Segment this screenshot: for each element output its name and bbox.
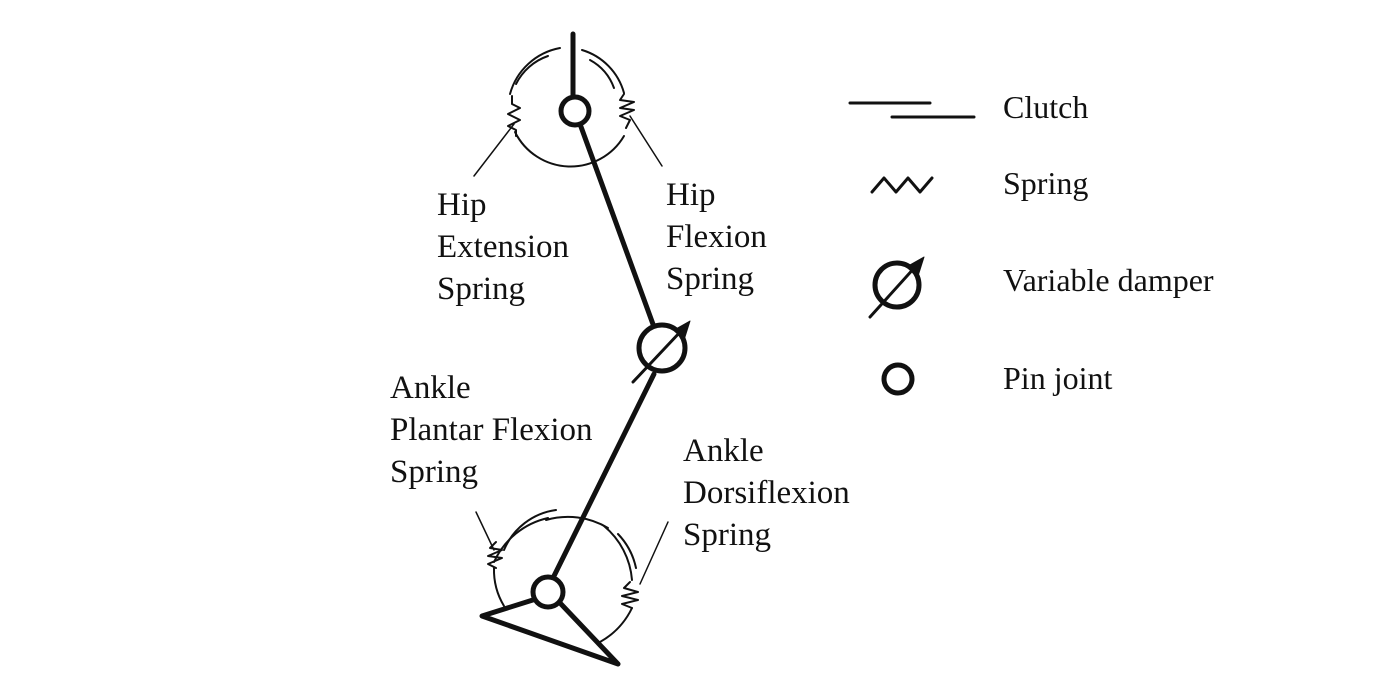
ankle-dorsi-label-line-2: Dorsiflexion xyxy=(683,475,850,511)
ankle-plantar-leader xyxy=(475,511,495,551)
ankle-plantar-label-line-3: Spring xyxy=(390,454,479,490)
ankle-dorsi-label-line-1: Ankle xyxy=(683,433,764,469)
knee-variable-damper xyxy=(636,322,688,374)
legend-spring-icon xyxy=(870,176,934,194)
thigh-link xyxy=(577,121,657,330)
hip-flexion-spring xyxy=(619,93,635,129)
knee-mechanism xyxy=(550,320,691,581)
ankle-plantar-label-line-1: Ankle xyxy=(390,370,471,406)
legend-pin-joint-label: Pin joint xyxy=(1003,360,1113,396)
legend-clutch-icon xyxy=(848,101,976,119)
hip-extension-label: Hip Extension Spring xyxy=(437,184,569,310)
hip-clutch-arc-left-inner xyxy=(515,55,549,85)
hip-flexion-label: Hip Flexion Spring xyxy=(666,174,767,300)
ankle-dorsi-label-line-3: Spring xyxy=(683,517,772,553)
ankle-upper-arc-mid xyxy=(545,515,609,529)
knee-damper-arrowhead xyxy=(673,320,691,341)
hip-extension-label-line-3: Spring xyxy=(437,271,526,307)
hip-extension-label-line-1: Hip xyxy=(437,187,487,223)
legend xyxy=(848,101,976,396)
hip-extension-spring xyxy=(507,95,521,137)
ankle-dorsiflexion-label: Ankle Dorsiflexion Spring xyxy=(683,430,850,556)
hip-extension-leader xyxy=(473,123,515,177)
hip-flexion-label-line-3: Spring xyxy=(666,261,755,297)
ankle-plantar-label-line-2: Plantar Flexion xyxy=(390,412,593,448)
legend-variable-damper-icon xyxy=(868,256,925,319)
ankle-lower-arc-left xyxy=(492,567,505,607)
hip-mechanism xyxy=(473,31,663,330)
ankle-upper-arc-left-inner xyxy=(503,509,557,551)
legend-variable-damper-label: Variable damper xyxy=(1003,262,1214,298)
ankle-upper-arc-right xyxy=(603,525,633,581)
hip-clutch-arc-left xyxy=(509,47,561,95)
ankle-mechanism xyxy=(475,509,669,667)
ankle-dorsi-leader xyxy=(639,521,669,585)
legend-clutch-label: Clutch xyxy=(1003,89,1089,125)
ankle-lower-arc-right xyxy=(599,607,633,643)
hip-extension-label-line-2: Extension xyxy=(437,229,569,265)
ankle-dorsi-spring xyxy=(621,581,639,609)
ankle-plantar-flexion-label: Ankle Plantar Flexion Spring xyxy=(390,367,593,493)
hip-clutch-arc-right xyxy=(581,49,625,94)
foot-link xyxy=(479,596,621,667)
knee-damper-arrow-shaft xyxy=(631,328,684,384)
hip-pin-joint xyxy=(558,94,592,128)
legend-pin-joint-icon xyxy=(881,362,915,396)
ankle-pin-joint xyxy=(530,574,566,610)
legend-spring-label: Spring xyxy=(1003,165,1089,201)
ankle-upper-arc-right-inner xyxy=(617,533,637,569)
hip-lower-arc xyxy=(514,131,625,168)
hip-flexion-label-line-1: Hip xyxy=(666,177,716,213)
ankle-upper-arc-left xyxy=(493,517,549,563)
shank-link xyxy=(550,371,657,581)
hip-flexion-leader xyxy=(629,115,663,167)
hip-flexion-label-line-2: Flexion xyxy=(666,219,767,255)
hip-clutch-arc-right-inner xyxy=(589,59,615,89)
ankle-plantar-spring xyxy=(487,541,503,569)
